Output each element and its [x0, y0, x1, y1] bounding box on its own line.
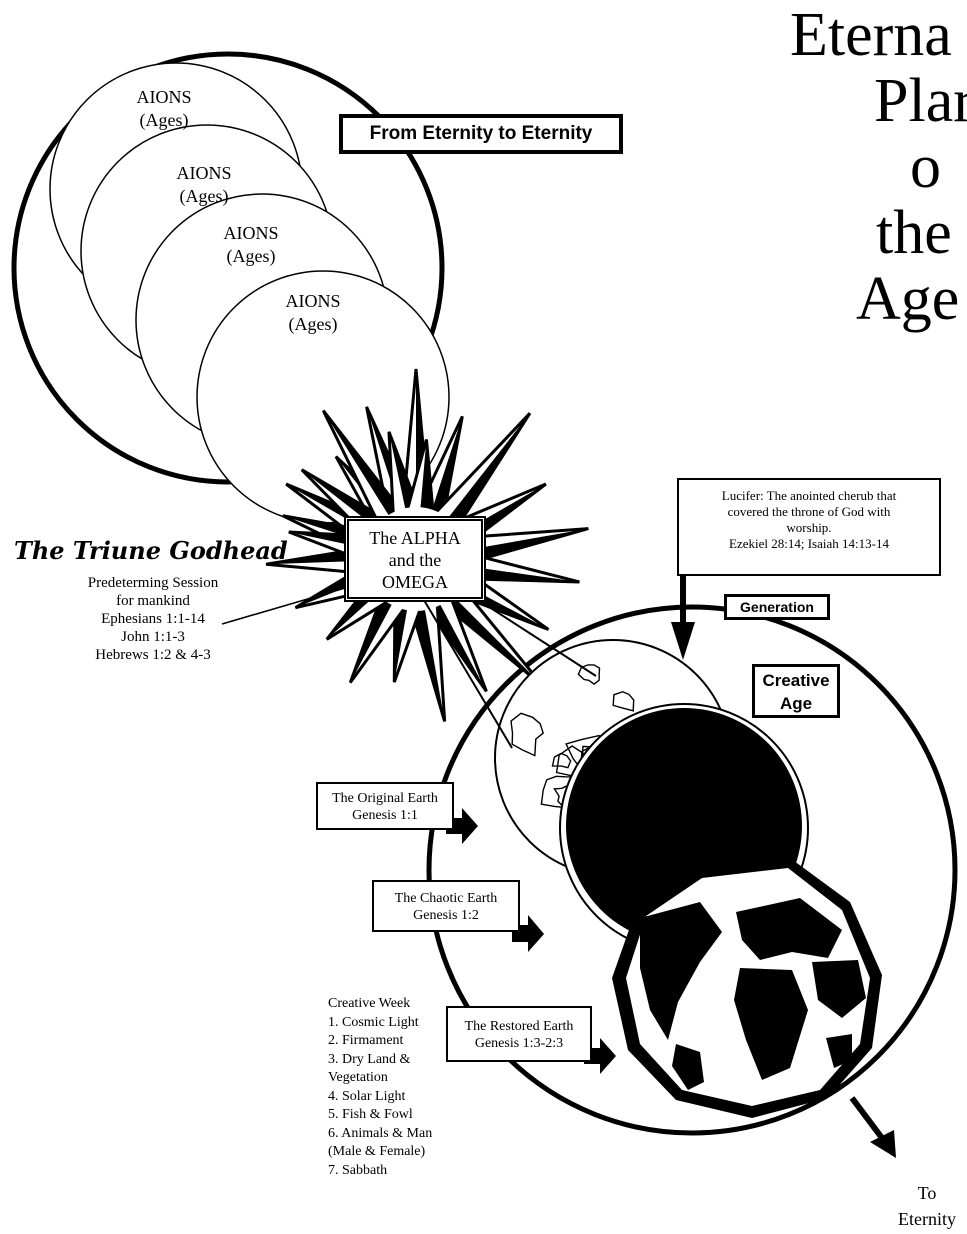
arrow-chaotic	[512, 915, 544, 952]
earth-contour	[510, 712, 545, 757]
creative-age-label: Creative Age	[752, 664, 840, 718]
aions-subtitle: (Ages)	[139, 110, 189, 130]
starburst-ray-shade	[410, 606, 445, 722]
earth-box-ref: Genesis 1:1	[352, 808, 418, 823]
session-line: for mankind	[116, 593, 190, 609]
starburst-ray-shade	[445, 413, 530, 531]
aions-title: AIONS	[223, 223, 279, 243]
week-item: 1. Cosmic Light	[328, 1014, 419, 1030]
arrow-original	[446, 808, 478, 844]
to-eternity-label: To Eternity	[880, 1180, 967, 1232]
pointer-line-3	[221, 585, 353, 625]
week-item: 2. Firmament	[328, 1033, 404, 1048]
title-line-1: Eterna	[790, 1, 952, 69]
week-item: 5. Fish & Fowl	[328, 1107, 413, 1122]
aions-title: AIONS	[285, 291, 341, 311]
starburst-ray-shade	[394, 602, 408, 683]
aions-label-3: AIONS (Ages)	[191, 222, 311, 268]
earth-box-title: The Chaotic Earth	[394, 891, 498, 906]
lucifer-line: covered the throne of God with	[727, 504, 891, 519]
to-eternity-arrow	[849, 1096, 885, 1140]
aions-title: AIONS	[136, 87, 192, 107]
aions-subtitle: (Ages)	[288, 314, 338, 334]
earth-box-title: The Original Earth	[332, 791, 438, 806]
alpha-omega-line: OMEGA	[382, 572, 448, 592]
week-item: 7. Sabbath	[328, 1162, 388, 1178]
earth-contour	[612, 690, 635, 712]
starburst-ray-shade	[430, 416, 463, 520]
to-eternity-line: Eternity	[898, 1209, 956, 1229]
alpha-omega-box: The ALPHA and the OMEGA	[344, 516, 486, 602]
lucifer-box: Lucifer: The anointed cherub that covere…	[677, 478, 941, 576]
pointer-line-1	[417, 589, 513, 749]
week-item: 6. Animals & Man	[328, 1125, 433, 1141]
starburst-ray-shade	[459, 565, 580, 582]
triune-session: Predeterming Session for mankind Ephesia…	[58, 574, 248, 664]
session-line: Predeterming Session	[87, 575, 219, 591]
alpha-omega-line: and the	[388, 550, 442, 570]
lucifer-line: Lucifer: The anointed cherub that	[721, 488, 897, 503]
earth-box-title: The Restored Earth	[464, 1019, 574, 1034]
creative-age-line: Creative	[762, 671, 830, 690]
creative-age-line: Age	[779, 694, 813, 713]
aions-title: AIONS	[176, 163, 232, 183]
starburst-ray-shade	[323, 410, 403, 519]
earth-box-ref: Genesis 1:3-2:3	[474, 1036, 564, 1051]
title-line-2: Plar	[874, 67, 967, 135]
week-item: Vegetation	[328, 1070, 388, 1085]
aions-label-2: AIONS (Ages)	[144, 162, 264, 208]
starburst-ray-shade	[420, 439, 434, 515]
starburst-ray-shade	[350, 593, 394, 683]
lucifer-line: Ezekiel 28:14; Isaiah 14:13-14	[729, 536, 889, 551]
aions-subtitle: (Ages)	[226, 246, 276, 266]
earth-contour	[577, 664, 601, 685]
starburst-ray-shade	[425, 601, 487, 692]
aions-label-1: AIONS (Ages)	[104, 86, 224, 132]
title-line-3: o	[910, 133, 941, 201]
starburst-ray-shade	[463, 528, 589, 565]
restored-earth-box: The Restored Earth Genesis 1:3-2:3	[446, 1006, 592, 1062]
session-line: John 1:1-3	[121, 629, 185, 645]
chaotic-earth-box: The Chaotic Earth Genesis 1:2	[372, 880, 520, 932]
lucifer-line: worship.	[786, 520, 832, 535]
creative-week-list: Creative Week 1. Cosmic Light 2. Firmame…	[328, 995, 432, 1180]
triune-heading: The Triune Godhead	[14, 536, 288, 565]
session-line: Ephesians 1:1-14	[101, 611, 205, 627]
alpha-omega-line: The ALPHA	[369, 528, 461, 548]
starburst-ray-shade	[301, 469, 388, 530]
earth-box-ref: Genesis 1:2	[413, 908, 479, 923]
title-line-5: Age	[856, 265, 960, 333]
generation-label: Generation	[724, 594, 830, 620]
globe-icon	[612, 858, 882, 1118]
week-item: 4. Solar Light	[328, 1088, 406, 1104]
to-eternity-line: To	[917, 1183, 937, 1203]
week-heading: Creative Week	[328, 996, 411, 1011]
aions-label-4: AIONS (Ages)	[253, 290, 373, 336]
original-earth-box: The Original Earth Genesis 1:1	[316, 782, 454, 830]
session-line: Hebrews 1:2 & 4-3	[95, 647, 211, 663]
arrow-restored	[584, 1038, 616, 1074]
aions-subtitle: (Ages)	[179, 186, 229, 206]
week-item: 3. Dry Land &	[328, 1051, 411, 1067]
eternity-label: From Eternity to Eternity	[339, 114, 623, 154]
starburst-ray-shade	[439, 592, 544, 687]
earth-contour	[551, 752, 572, 769]
title-line-4: the	[876, 199, 952, 267]
week-item: (Male & Female)	[328, 1144, 426, 1159]
